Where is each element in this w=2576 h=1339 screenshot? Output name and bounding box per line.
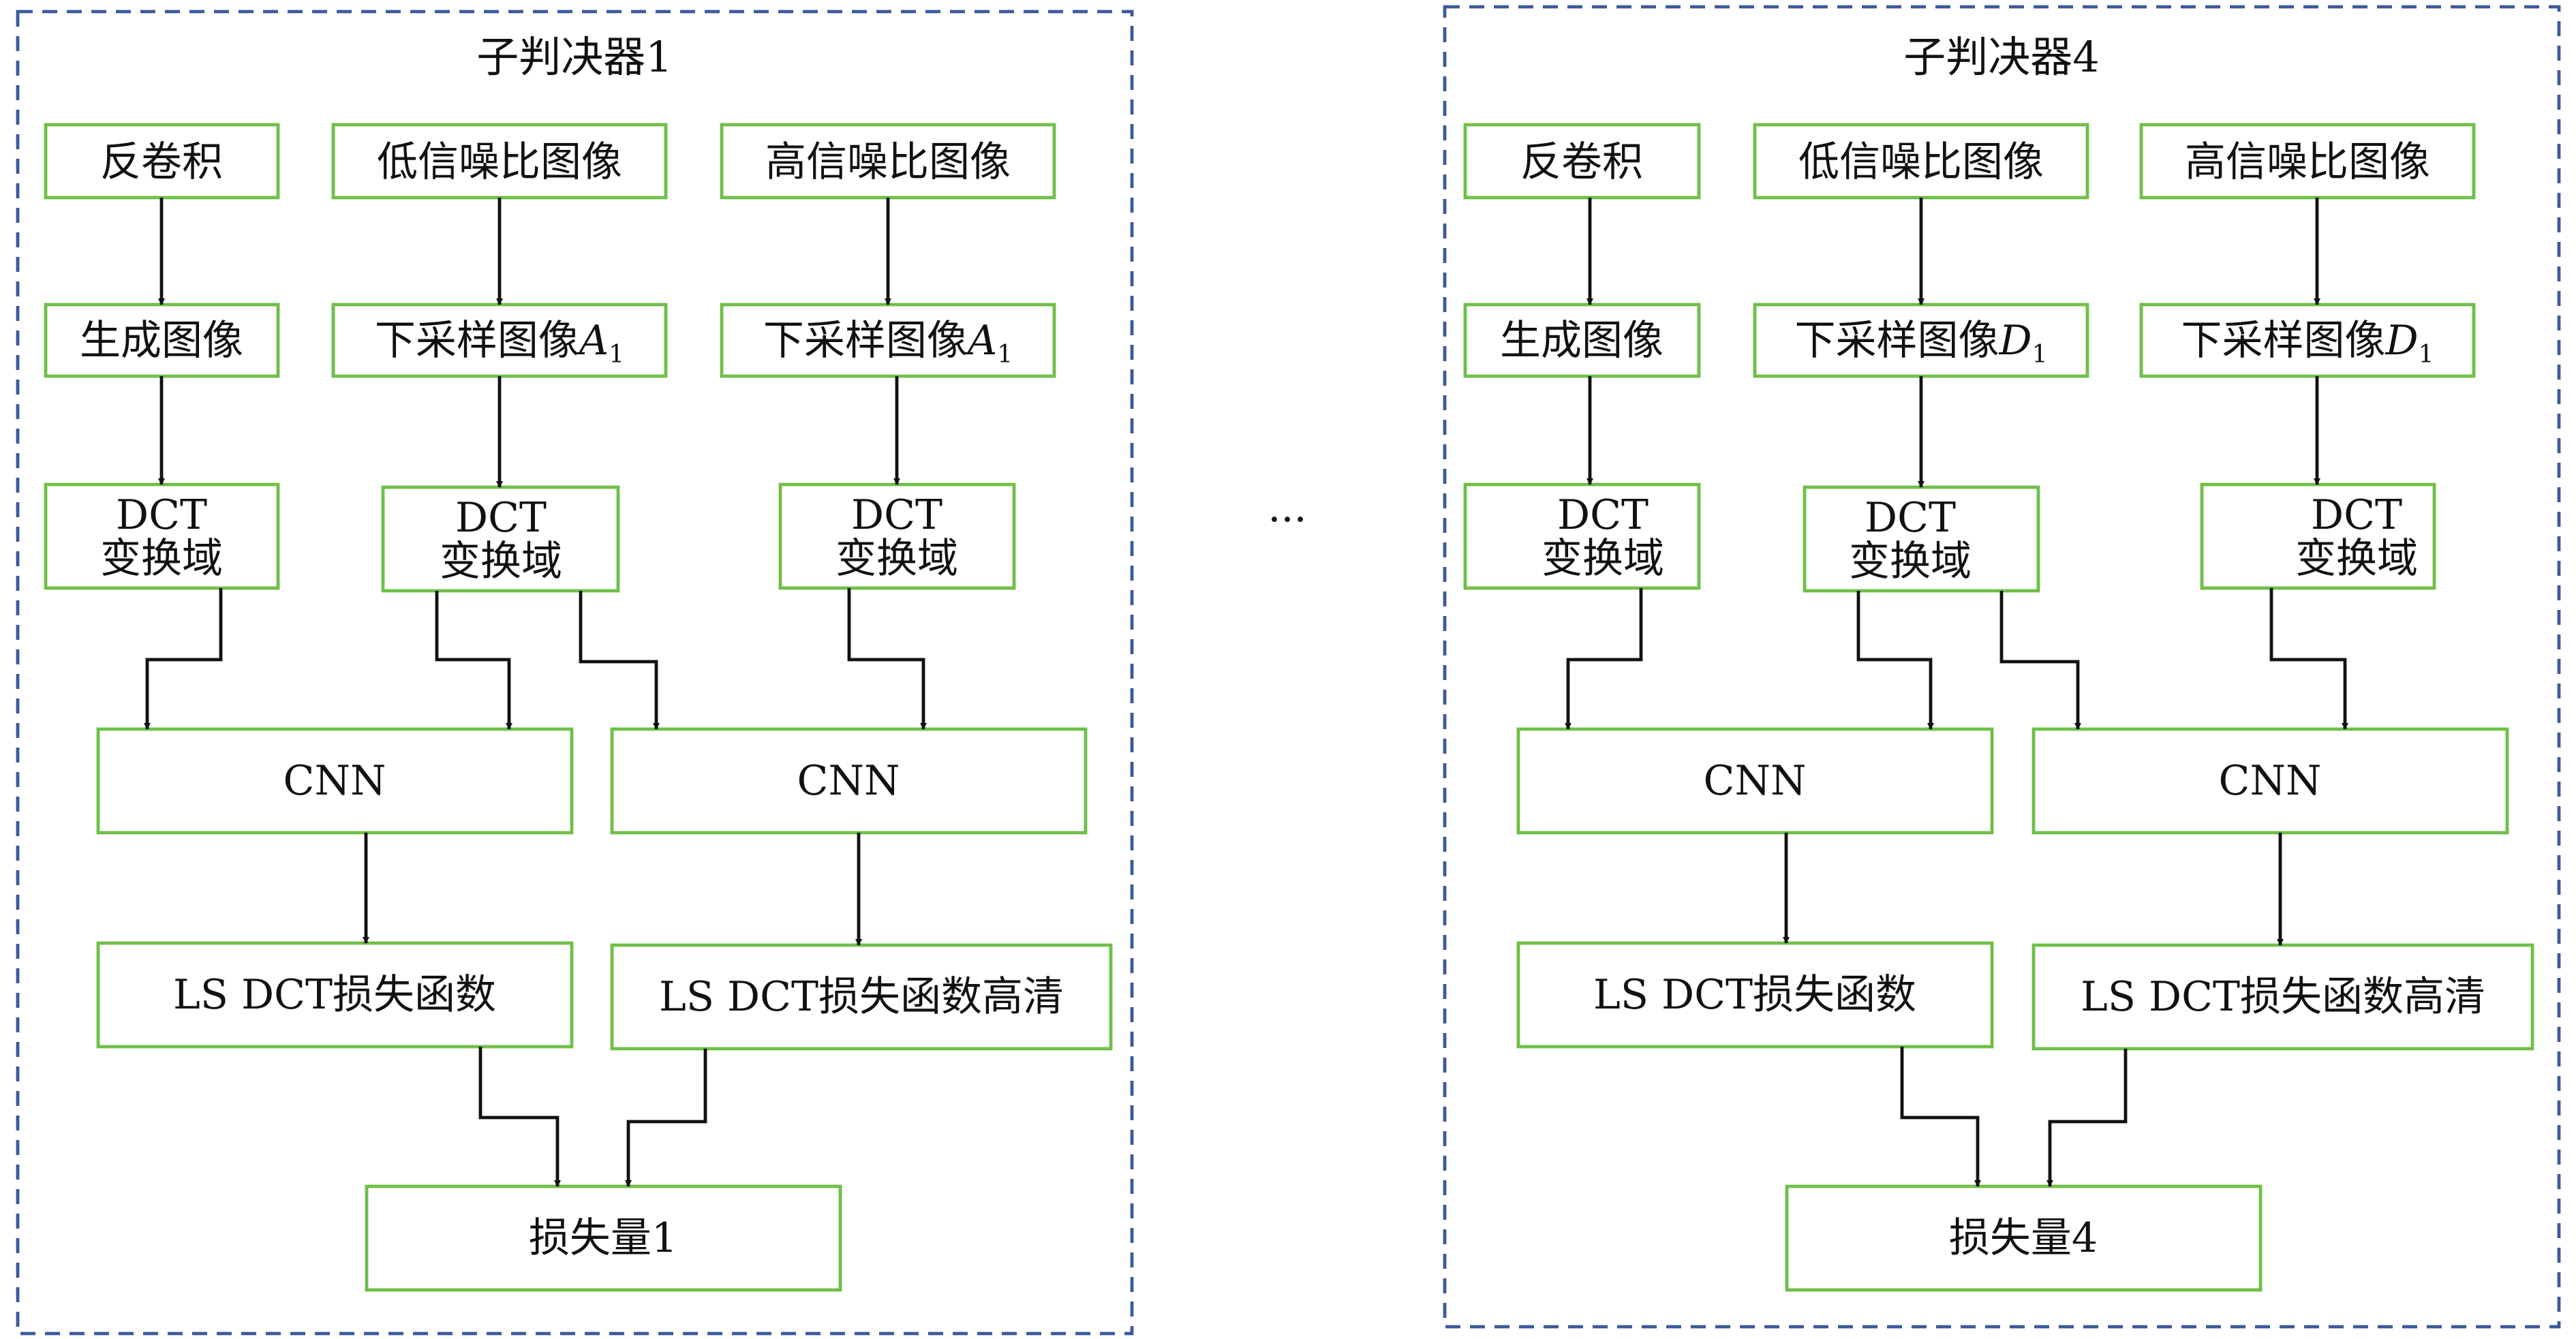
svg-text:变换域: 变换域 <box>1849 538 1972 585</box>
sub-discriminator-4: 子判决器4 反卷积 低信噪比图像 高信噪比图像 生成图像 下采样图像D1 下采样… <box>1443 5 2561 1329</box>
svg-text:LS DCT损失函数: LS DCT损失函数 <box>1593 971 1916 1019</box>
cnn-node-4b: CNN <box>2031 727 2509 835</box>
arrow-dct-a-to-cnn-a-1 <box>144 588 223 730</box>
deconv-node-1: 反卷积 <box>44 123 280 200</box>
arrow-loss-b-to-total-4 <box>2046 1049 2128 1187</box>
group-title-4: 子判决器4 <box>1903 32 2099 82</box>
downsampled-high-node-1: 下采样图像A1 <box>720 303 1056 378</box>
svg-text:CNN: CNN <box>797 757 900 805</box>
svg-text:低信噪比图像: 低信噪比图像 <box>1798 138 2044 186</box>
svg-text:反卷积: 反卷积 <box>100 138 223 186</box>
arrow-dct-c-to-cnn-b-1 <box>847 588 927 730</box>
svg-text:DCT: DCT <box>851 491 942 539</box>
dct-domain-node-1a: DCT 变换域 <box>44 482 280 590</box>
ellipsis: ... <box>1268 484 1306 532</box>
arrow-loss-b-to-total-1 <box>625 1049 707 1187</box>
high-snr-image-node-4: 高信噪比图像 <box>2139 123 2476 200</box>
svg-text:变换域: 变换域 <box>1542 535 1664 583</box>
arrow-dct-b-to-cnn-b-4 <box>1999 591 2081 730</box>
cnn-node-4a: CNN <box>1516 727 1994 835</box>
deconv-node-4: 反卷积 <box>1463 123 1701 200</box>
svg-text:变换域: 变换域 <box>100 535 223 583</box>
svg-text:反卷积: 反卷积 <box>1520 138 1643 186</box>
low-snr-image-node-4: 低信噪比图像 <box>1753 123 2089 200</box>
loss-function-hd-node-4b: LS DCT损失函数高清 <box>2031 943 2534 1051</box>
svg-text:DCT: DCT <box>455 494 547 542</box>
svg-text:变换域: 变换域 <box>835 535 958 583</box>
arrow-dct-a-to-cnn-a-4 <box>1565 588 1643 730</box>
high-snr-image-node-1: 高信噪比图像 <box>720 123 1056 200</box>
svg-text:DCT: DCT <box>116 491 207 539</box>
svg-text:高信噪比图像: 高信噪比图像 <box>2185 138 2430 186</box>
arrow-dct-c-to-cnn-b-4 <box>2269 588 2348 730</box>
svg-text:损失量1: 损失量1 <box>529 1214 677 1262</box>
dct-domain-node-4a: DCT 变换域 <box>1463 482 1701 590</box>
svg-text:下采样图像D1: 下采样图像D1 <box>1794 317 2047 369</box>
downsampled-low-node-4: 下采样图像D1 <box>1753 303 2089 378</box>
svg-text:变换域: 变换域 <box>2295 535 2418 583</box>
group-frame-4 <box>1443 5 2561 1329</box>
svg-text:LS DCT损失函数: LS DCT损失函数 <box>173 971 496 1019</box>
arrow-dct-b-to-cnn-a-4 <box>1856 591 1934 730</box>
downsampled-low-node-1: 下采样图像A1 <box>331 303 668 378</box>
arrow-dct-b-to-cnn-b-1 <box>579 591 660 730</box>
svg-text:DCT: DCT <box>1557 491 1649 539</box>
arrow-loss-a-to-total-1 <box>478 1047 561 1187</box>
svg-text:生成图像: 生成图像 <box>1500 317 1663 365</box>
sub-discriminator-1: 子判决器1 反卷积 低信噪比图像 高信噪比图像 生成图像 下采样图像A1 下采样… <box>16 10 1134 1336</box>
svg-text:变换域: 变换域 <box>440 538 562 585</box>
svg-text:DCT: DCT <box>1865 494 1956 542</box>
total-loss-node-4: 损失量4 <box>1785 1184 2263 1292</box>
svg-text:下采样图像A1: 下采样图像A1 <box>763 317 1013 369</box>
low-snr-image-node-1: 低信噪比图像 <box>331 123 668 200</box>
loss-function-hd-node-1b: LS DCT损失函数高清 <box>610 943 1113 1051</box>
group-title-1: 子判决器1 <box>476 32 672 82</box>
svg-text:LS DCT损失函数高清: LS DCT损失函数高清 <box>659 973 1064 1021</box>
svg-text:低信噪比图像: 低信噪比图像 <box>377 138 622 186</box>
svg-text:CNN: CNN <box>2219 757 2322 805</box>
dct-domain-node-1c: DCT 变换域 <box>778 482 1016 590</box>
svg-text:CNN: CNN <box>1704 757 1807 805</box>
generated-image-node-4: 生成图像 <box>1463 303 1701 378</box>
svg-text:CNN: CNN <box>283 757 386 805</box>
dct-domain-node-4b: DCT 变换域 <box>1803 485 2040 593</box>
arrow-loss-a-to-total-4 <box>1900 1047 1981 1187</box>
downsampled-high-node-4: 下采样图像D1 <box>2139 303 2476 378</box>
svg-text:生成图像: 生成图像 <box>80 317 243 365</box>
cnn-node-1a: CNN <box>96 727 574 835</box>
dct-domain-node-4c: DCT 变换域 <box>2200 482 2436 590</box>
arrow-dct-b-to-cnn-a-1 <box>435 591 512 730</box>
svg-text:LS DCT损失函数高清: LS DCT损失函数高清 <box>2081 973 2485 1021</box>
dct-domain-node-1b: DCT 变换域 <box>381 485 620 593</box>
total-loss-node-1: 损失量1 <box>365 1184 842 1292</box>
svg-text:DCT: DCT <box>2311 491 2402 539</box>
group-frame-1 <box>16 10 1134 1336</box>
svg-text:下采样图像D1: 下采样图像D1 <box>2181 317 2434 369</box>
svg-text:损失量4: 损失量4 <box>1949 1214 2098 1262</box>
svg-text:高信噪比图像: 高信噪比图像 <box>765 138 1011 186</box>
generated-image-node-1: 生成图像 <box>44 303 280 378</box>
cnn-node-1b: CNN <box>610 727 1088 835</box>
loss-function-node-4a: LS DCT损失函数 <box>1516 941 1994 1049</box>
svg-text:下采样图像A1: 下采样图像A1 <box>375 317 624 369</box>
loss-function-node-1a: LS DCT损失函数 <box>96 941 574 1049</box>
